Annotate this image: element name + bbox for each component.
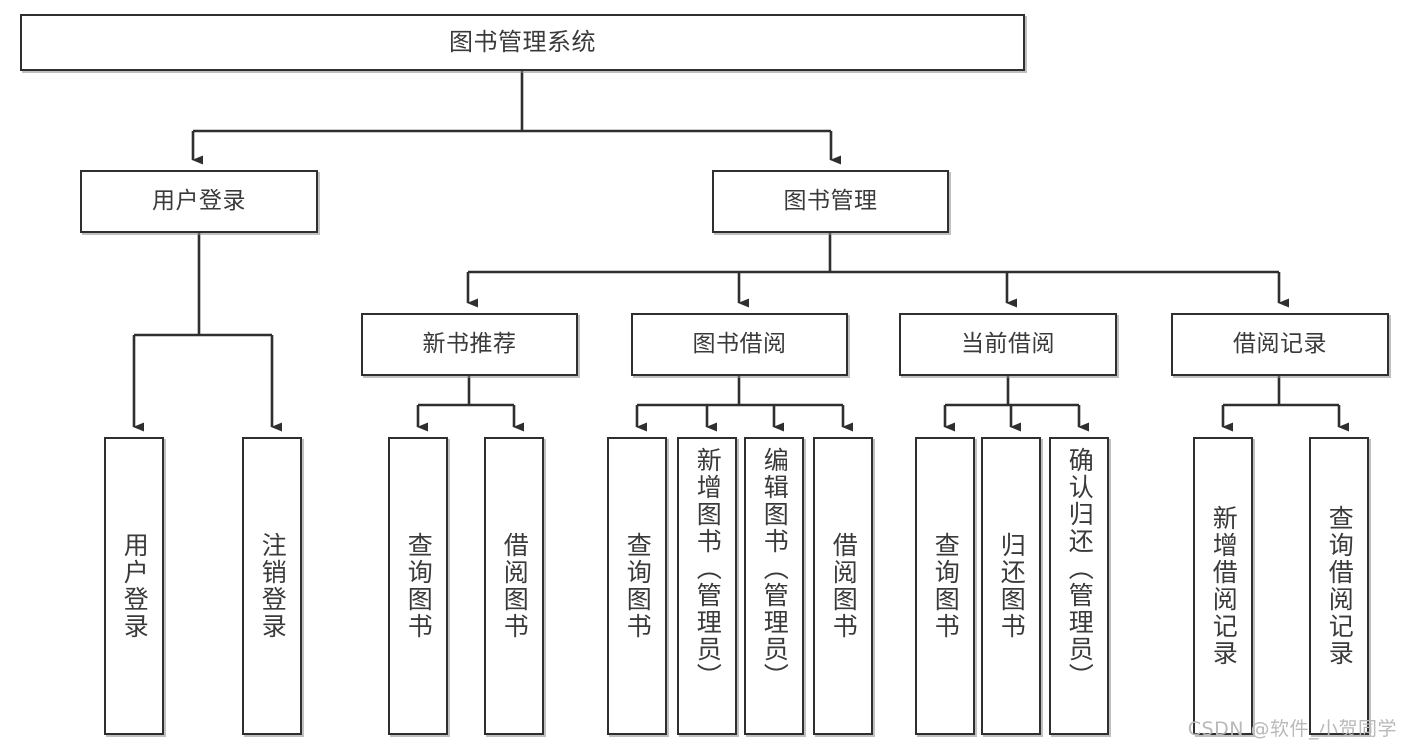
node-borrowing-record[interactable]: 借阅记录: [1171, 313, 1389, 376]
node-label: 归还图书: [997, 532, 1027, 640]
node-label: 查询图书: [931, 532, 961, 640]
leaf-query-book-borrow[interactable]: 查询图书: [607, 437, 667, 735]
node-book-borrowing[interactable]: 图书借阅: [631, 313, 848, 376]
watermark-text: CSDN @软件_小贺同学: [1187, 718, 1397, 740]
node-label: 查询图书: [623, 532, 653, 640]
leaf-edit-book-admin[interactable]: 编辑图书（管理员）: [744, 437, 804, 735]
leaf-add-book-admin[interactable]: 新增图书（管理员）: [677, 437, 737, 735]
node-label: 借阅图书: [829, 532, 859, 640]
leaf-borrow-book[interactable]: 借阅图书: [813, 437, 873, 735]
leaf-logout[interactable]: 注销登录: [242, 437, 302, 735]
leaf-borrow-book-recommend[interactable]: 借阅图书: [484, 437, 544, 735]
node-label: 借阅记录: [1233, 330, 1327, 357]
node-label: 用户登录: [120, 532, 150, 640]
leaf-query-borrow-record[interactable]: 查询借阅记录: [1309, 437, 1369, 735]
node-label: 查询图书: [404, 532, 434, 640]
node-book-management[interactable]: 图书管理: [712, 170, 949, 233]
node-label: 当前借阅: [961, 330, 1055, 357]
leaf-query-book-current[interactable]: 查询图书: [915, 437, 975, 735]
node-current-borrowing[interactable]: 当前借阅: [899, 313, 1117, 376]
node-label: 新增图书（管理员）: [693, 447, 723, 690]
node-label: 查询借阅记录: [1325, 505, 1355, 667]
leaf-confirm-return-admin[interactable]: 确认归还（管理员）: [1049, 437, 1109, 735]
node-book-management-system[interactable]: 图书管理系统: [20, 14, 1025, 71]
node-user-login[interactable]: 用户登录: [80, 170, 318, 233]
node-label: 图书管理系统: [449, 28, 596, 57]
leaf-query-book-recommend[interactable]: 查询图书: [388, 437, 448, 735]
node-label: 确认归还（管理员）: [1065, 447, 1095, 690]
node-label: 用户登录: [152, 187, 246, 214]
node-label: 新增借阅记录: [1209, 505, 1239, 667]
leaf-user-login[interactable]: 用户登录: [104, 437, 164, 735]
leaf-return-book[interactable]: 归还图书: [981, 437, 1041, 735]
node-label: 图书管理: [783, 187, 878, 214]
node-new-book-recommendation[interactable]: 新书推荐: [361, 313, 578, 376]
node-label: 图书借阅: [692, 330, 787, 357]
node-label: 新书推荐: [422, 330, 517, 357]
node-label: 借阅图书: [500, 532, 530, 640]
node-label: 编辑图书（管理员）: [760, 447, 790, 690]
leaf-add-borrow-record[interactable]: 新增借阅记录: [1193, 437, 1253, 735]
node-label: 注销登录: [258, 532, 288, 640]
